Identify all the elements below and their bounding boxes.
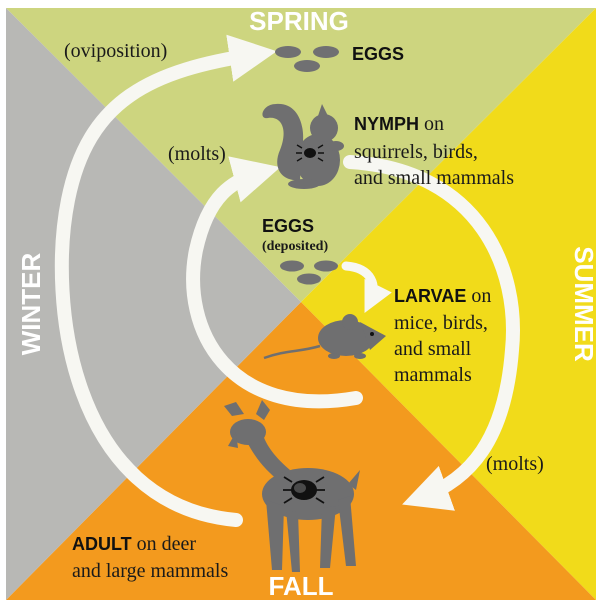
nymph-line-2: squirrels, birds,: [354, 141, 478, 163]
nymph-title: NYMPH: [354, 114, 419, 134]
adult-title: ADULT: [72, 534, 132, 554]
season-label-winter: WINTER: [16, 253, 46, 356]
season-label-fall: FALL: [269, 571, 334, 601]
eggs-top-label: EGGS: [352, 44, 404, 64]
season-label-summer: SUMMER: [569, 246, 599, 362]
nymph-suffix: on: [419, 113, 444, 135]
larvae-heading: LARVAE on: [394, 285, 491, 307]
larvae-line-4: mammals: [394, 364, 472, 386]
adult-heading: ADULT on deer: [72, 533, 196, 555]
tick-icon: [283, 477, 325, 503]
molts-upper-label: (molts): [168, 143, 226, 165]
nymph-line-3: and small mammals: [354, 167, 514, 189]
molts-lower-label: (molts): [486, 453, 544, 475]
larvae-line-2: mice, birds,: [394, 312, 488, 334]
deposited-label: (deposited): [262, 239, 328, 254]
adult-suffix: on deer: [132, 533, 197, 555]
larvae-suffix: on: [466, 285, 491, 307]
nymph-heading: NYMPH on: [354, 113, 444, 135]
oviposition-label: (oviposition): [64, 40, 167, 62]
larvae-line-3: and small: [394, 338, 472, 360]
season-label-spring: SPRING: [249, 6, 349, 36]
eggs-mid-label: EGGS: [262, 216, 314, 236]
adult-line-2: and large mammals: [72, 560, 228, 582]
larvae-title: LARVAE: [394, 286, 466, 306]
